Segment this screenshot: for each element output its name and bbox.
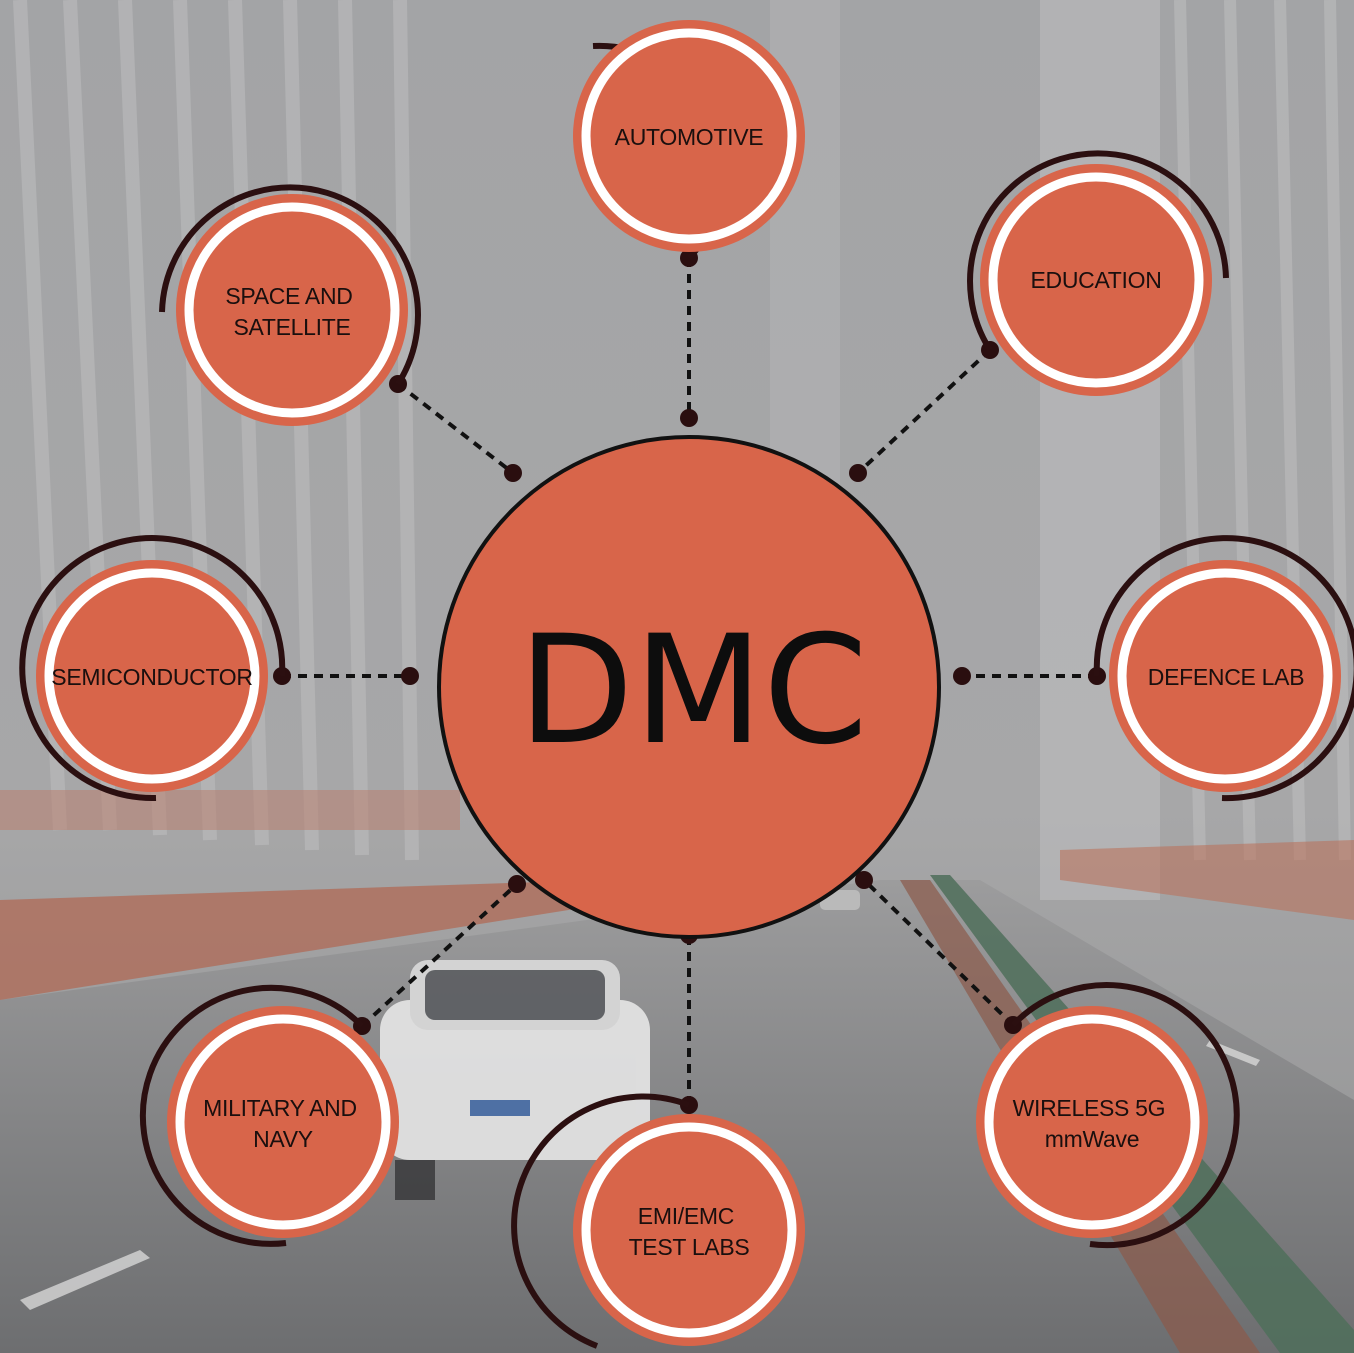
- node-label: SPACE AND SATELLITE: [225, 283, 358, 340]
- connectors: [282, 258, 1097, 1105]
- node-label: EDUCATION: [1030, 267, 1161, 293]
- node-ring: [984, 1014, 1200, 1230]
- node-circle: [573, 1114, 805, 1346]
- node-emi-emc: EMI/EMC TEST LABS: [511, 1093, 805, 1349]
- node-ring: [988, 172, 1204, 388]
- hub-circle: [437, 435, 941, 939]
- node-automotive: AUTOMOTIVE: [573, 20, 805, 261]
- connector-dot: [849, 464, 867, 482]
- node-ring: [175, 1014, 391, 1230]
- connector-dot: [401, 667, 419, 685]
- node-ring: [1117, 568, 1333, 784]
- node-circle: [976, 1006, 1208, 1238]
- connector-education: [856, 348, 992, 475]
- node-defence-lab: DEFENCE LAB: [1093, 535, 1354, 802]
- node-circle: [176, 194, 408, 426]
- node-label: EMI/EMC TEST LABS: [629, 1203, 750, 1260]
- node-circle: [573, 20, 805, 252]
- node-circle: [167, 1006, 399, 1238]
- connector-space-satellite: [396, 382, 515, 475]
- node-education: EDUCATION: [967, 150, 1229, 396]
- node-circle: [36, 560, 268, 792]
- car-image: [380, 960, 650, 1200]
- node-label: MILITARY AND NAVY: [203, 1095, 363, 1152]
- node-space-satellite: SPACE AND SATELLITE: [159, 184, 421, 426]
- node-label: AUTOMOTIVE: [615, 124, 764, 150]
- connector-dot: [508, 875, 526, 893]
- node-military-navy: MILITARY AND NAVY: [139, 984, 399, 1247]
- hub-node: DMC: [437, 435, 941, 939]
- node-ring: [581, 28, 797, 244]
- node-label: WIRELESS 5G mmWave: [1013, 1095, 1172, 1152]
- outer-arc: [139, 984, 365, 1247]
- node-semiconductor: SEMICONDUCTOR: [19, 535, 286, 802]
- connector-dot: [953, 667, 971, 685]
- node-ring: [184, 202, 400, 418]
- node-ring: [44, 568, 260, 784]
- outer-arc: [1010, 982, 1240, 1249]
- node-wireless-5g: WIRELESS 5G mmWave: [976, 982, 1240, 1249]
- outer-arc: [511, 1093, 691, 1349]
- connector-dot: [680, 409, 698, 427]
- node-label: SEMICONDUCTOR: [51, 664, 252, 690]
- connector-wireless-5g: [862, 878, 1015, 1027]
- outer-arc: [1093, 535, 1354, 802]
- outer-arc: [159, 184, 421, 386]
- node-label: DEFENCE LAB: [1148, 664, 1304, 690]
- outer-arc: [19, 535, 286, 802]
- node-circle: [1109, 560, 1341, 792]
- node-ring: [581, 1122, 797, 1338]
- connector-military-navy: [360, 882, 519, 1028]
- node-circle: [980, 164, 1212, 396]
- outer-arc: [967, 150, 1229, 352]
- connector-dot: [855, 871, 873, 889]
- connector-dot: [504, 464, 522, 482]
- hub-label: DMC: [518, 604, 868, 778]
